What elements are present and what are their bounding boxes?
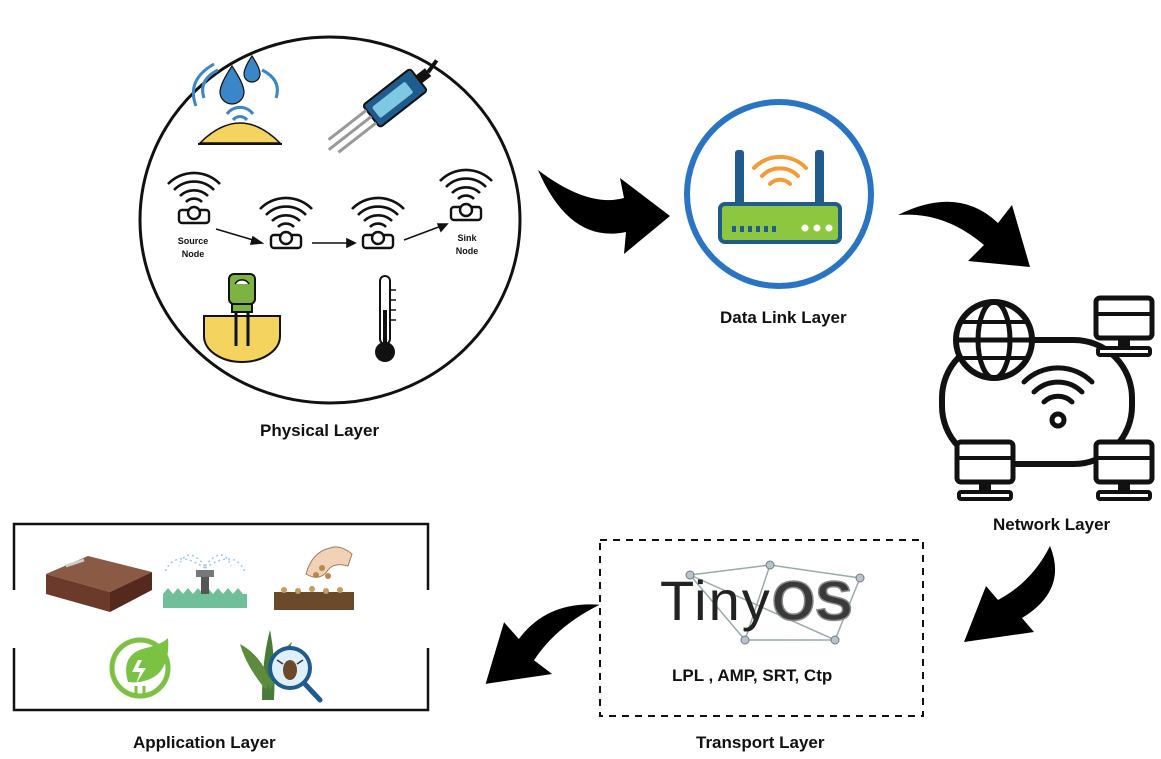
network-layer (939, 298, 1152, 499)
wifi-icon (1021, 365, 1095, 429)
sink-node-label-line2: Node (456, 246, 479, 256)
source-node-label-line2: Node (182, 249, 205, 259)
soil-moisture-meter-icon (203, 273, 281, 363)
flow-arrow-network-to-transport (964, 546, 1056, 642)
seed-sowing-icon (274, 546, 354, 610)
transport-layer-label: Transport Layer (696, 733, 825, 752)
tinyos-logo: TinyOS (660, 560, 865, 645)
application-layer-label: Application Layer (133, 733, 276, 752)
sink-node-label-line1: Sink (457, 233, 477, 243)
physical-layer: Source Node Sink Node (138, 35, 522, 405)
physical-layer-label: Physical Layer (260, 421, 380, 440)
computer-icon (1096, 298, 1152, 355)
globe-icon (953, 299, 1035, 381)
flow-arrow-physical-to-datalink (538, 170, 670, 254)
node-link-arrows (215, 223, 449, 249)
network-layer-label: Network Layer (993, 515, 1111, 534)
computer-icon (1096, 442, 1152, 499)
wifi-signal-icon (752, 154, 808, 186)
tinyos-logo-text: TinyOS (660, 569, 853, 632)
flow-arrow-transport-to-application (485, 604, 600, 684)
flow-arrow-datalink-to-network (898, 201, 1030, 267)
transport-box (599, 539, 924, 717)
router-ring (684, 99, 874, 289)
transport-layer: TinyOS (599, 539, 924, 717)
data-link-layer-label: Data Link Layer (720, 308, 847, 327)
eco-power-icon (109, 637, 171, 699)
thermometer-icon (375, 275, 396, 362)
network-ring (939, 337, 1135, 467)
sprinkler-icon (163, 554, 247, 608)
soil-block-icon (46, 556, 152, 612)
transport-protocols-text: LPL , AMP, SRT, Ctp (672, 666, 833, 685)
router-icon (718, 150, 842, 244)
data-link-layer (684, 99, 874, 289)
pest-detection-icon (240, 630, 323, 703)
source-node-label-line1: Source (178, 236, 209, 246)
soil-probe-icon (327, 59, 439, 154)
application-layer (12, 522, 430, 712)
computer-icon (957, 442, 1013, 499)
rain-sensor-icon (191, 54, 282, 145)
